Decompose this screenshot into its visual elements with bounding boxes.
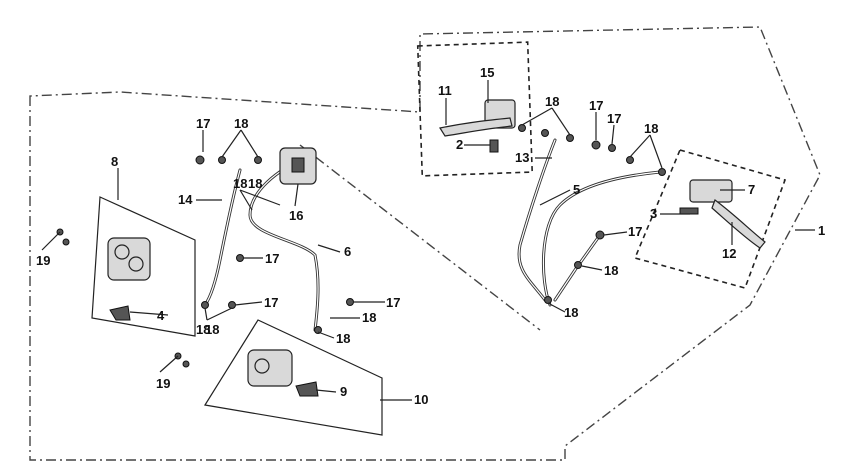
callout-17d: 17 — [265, 251, 279, 266]
callout-18j: 18 — [248, 176, 262, 191]
center-boundary-line — [299, 144, 541, 331]
callout-9: 9 — [340, 384, 347, 399]
callout-18h: 18 — [604, 263, 618, 278]
callout-14: 14 — [178, 192, 193, 207]
callout-8: 8 — [111, 154, 118, 169]
right-caliper-box — [204, 319, 383, 436]
callout-2: 2 — [456, 137, 463, 152]
callout-17e: 17 — [264, 295, 278, 310]
callout-13: 13 — [515, 150, 529, 165]
assembly-boundary — [29, 26, 821, 461]
callout-17b: 17 — [589, 98, 603, 113]
left-caliper-box — [91, 196, 196, 337]
callout-18i: 18 — [564, 305, 578, 320]
callout-17f: 17 — [386, 295, 400, 310]
callout-11: 11 — [438, 83, 452, 98]
left-master-cylinder — [439, 99, 516, 153]
master-cylinder-box-right — [633, 149, 787, 289]
brake-hoses — [203, 138, 662, 332]
callout-6: 6 — [344, 244, 351, 259]
callout-1: 1 — [818, 223, 825, 238]
callout-18b: 18 — [545, 94, 559, 109]
master-cylinder-box-left — [416, 41, 534, 177]
callout-18d: 18 — [233, 176, 247, 191]
callout-19a: 19 — [36, 253, 50, 268]
rear-brake-caliper — [247, 349, 319, 397]
leader-lines — [41, 80, 815, 401]
callout-12: 12 — [722, 246, 736, 261]
callout-4: 4 — [157, 308, 165, 323]
left-brake-caliper — [107, 237, 151, 321]
callout-10: 10 — [414, 392, 428, 407]
front-brake-caliper — [279, 147, 317, 185]
callout-labels: 1 2 3 4 5 6 7 8 9 10 11 12 13 14 15 16 1… — [36, 65, 825, 407]
callout-18a: 18 — [234, 116, 248, 131]
callout-3: 3 — [650, 206, 657, 221]
right-master-cylinder — [679, 179, 766, 249]
callout-18k: 18 — [205, 322, 219, 337]
callout-17g: 17 — [628, 224, 642, 239]
callout-15: 15 — [480, 65, 494, 80]
callout-5: 5 — [573, 182, 580, 197]
callout-17a: 17 — [196, 116, 210, 131]
callout-18g: 18 — [196, 322, 210, 337]
callout-7: 7 — [748, 182, 755, 197]
callout-18e: 18 — [362, 310, 376, 325]
callout-16: 16 — [289, 208, 303, 223]
callout-17c: 17 — [607, 111, 621, 126]
callout-18c: 18 — [644, 121, 658, 136]
callout-19b: 19 — [156, 376, 170, 391]
callout-18f: 18 — [336, 331, 350, 346]
